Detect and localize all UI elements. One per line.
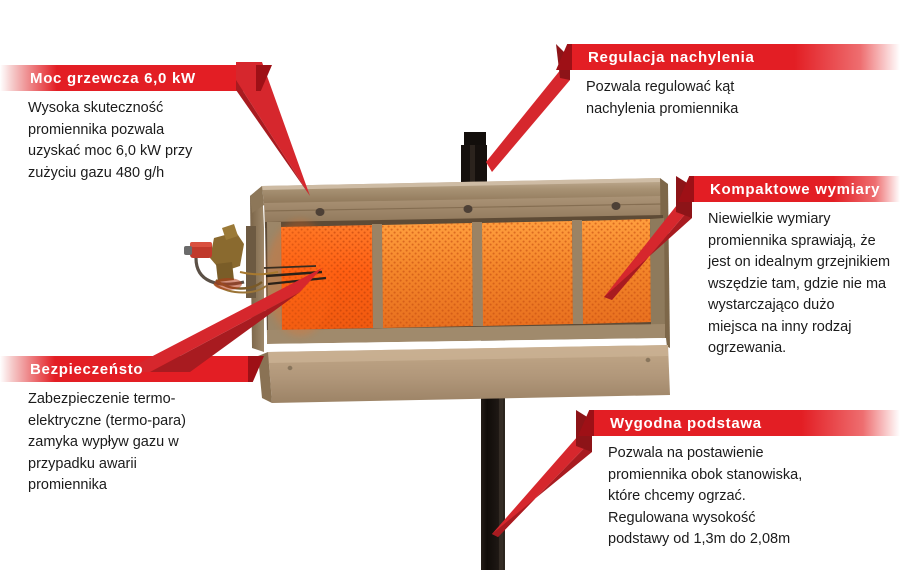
banner-fold-icon	[256, 65, 272, 91]
arrow-wygodna-podstawa	[492, 410, 592, 537]
callout-banner-wygodna-podstawa: Wygodna podstawa	[578, 410, 900, 436]
callout-bezpieczenstwo: Bezpieczeństo Zabezpieczenie termo- elek…	[0, 356, 264, 497]
stand-pole	[464, 132, 505, 570]
callout-moc-grzewcza: Moc grzewcza 6,0 kW Wysoka skuteczność p…	[0, 65, 272, 184]
callout-body-moc-grzewcza: Wysoka skuteczność promiennika pozwala u…	[28, 100, 193, 181]
callout-title-bezpieczenstwo: Bezpieczeństo	[30, 360, 144, 378]
callout-kompaktowe-wymiary: Kompaktowe wymiary Niewielkie wymiary pr…	[678, 176, 900, 360]
callout-title-wygodna-podstawa: Wygodna podstawa	[610, 414, 762, 432]
gas-valve-assembly	[184, 224, 327, 298]
tilt-bracket	[461, 145, 487, 185]
banner-gradient-strip	[592, 410, 900, 436]
banner-gradient-strip	[0, 65, 258, 91]
banner-gradient-strip	[692, 176, 900, 202]
callout-body-wygodna-podstawa: Pozwala na postawienie promiennika obok …	[608, 445, 803, 547]
callout-banner-moc-grzewcza: Moc grzewcza 6,0 kW	[0, 65, 272, 91]
banner-fold-icon	[248, 356, 264, 382]
callout-wygodna-podstawa: Wygodna podstawa Pozwala na postawienie …	[578, 410, 900, 551]
callout-body-kompaktowe-wymiary: Niewielkie wymiary promiennika sprawiają…	[708, 211, 891, 356]
arrow-regulacja-nachylenia	[486, 44, 570, 172]
ceramic-burner-panels	[281, 219, 651, 330]
arrow-kompaktowe-wymiary	[604, 176, 692, 300]
callout-banner-regulacja-nachylenia: Regulacja nachylenia	[556, 44, 900, 70]
callout-title-regulacja-nachylenia: Regulacja nachylenia	[588, 48, 755, 66]
banner-gradient-strip	[570, 44, 900, 70]
callout-regulacja-nachylenia: Regulacja nachylenia Pozwala regulować k…	[556, 44, 900, 120]
callout-body-bezpieczenstwo: Zabezpieczenie termo- elektryczne (termo…	[28, 391, 186, 493]
callout-title-moc-grzewcza: Moc grzewcza 6,0 kW	[30, 69, 196, 87]
callout-body-regulacja-nachylenia: Pozwala regulować kąt nachylenia promien…	[586, 79, 739, 117]
heater-frame	[250, 178, 670, 403]
callout-banner-bezpieczenstwo: Bezpieczeństo	[0, 356, 264, 382]
callout-title-kompaktowe-wymiary: Kompaktowe wymiary	[710, 180, 881, 198]
callout-banner-kompaktowe-wymiary: Kompaktowe wymiary	[678, 176, 900, 202]
